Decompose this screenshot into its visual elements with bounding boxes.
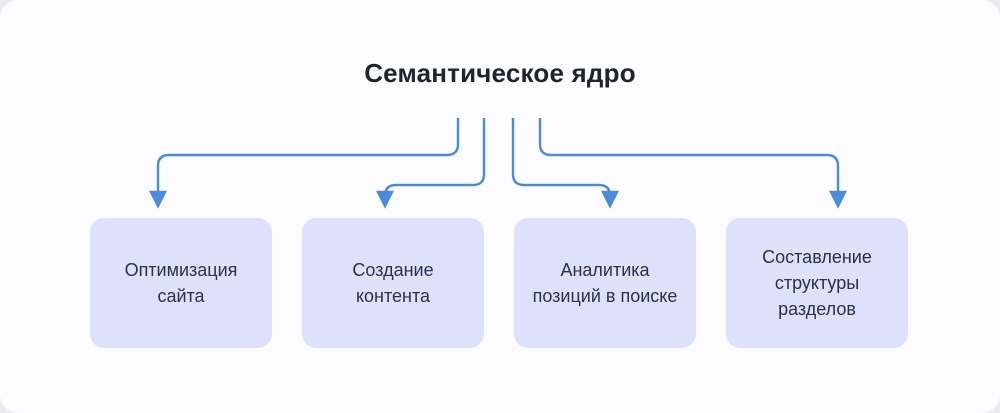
node-label: Оптимизация сайта [124, 259, 238, 306]
arrow-to-section-structure [538, 118, 847, 209]
arrow-to-content-creation [376, 118, 486, 209]
node-search-position-analytics: Аналитика позиций в поиске [514, 218, 696, 348]
node-label: Аналитика позиций в поиске [532, 259, 678, 306]
nodes-row: Оптимизация сайта Создание контента Анал… [90, 218, 908, 348]
node-label: Создание контента [352, 259, 434, 306]
node-section-structure: Составление структуры разделов [726, 218, 908, 348]
node-site-optimization: Оптимизация сайта [90, 218, 272, 348]
arrow-to-site-optimization [149, 118, 460, 209]
node-label: Составление структуры разделов [762, 246, 872, 320]
diagram-title: Семантическое ядро [364, 58, 636, 88]
node-content-creation: Создание контента [302, 218, 484, 348]
arrow-to-search-position-analytics [511, 118, 619, 209]
